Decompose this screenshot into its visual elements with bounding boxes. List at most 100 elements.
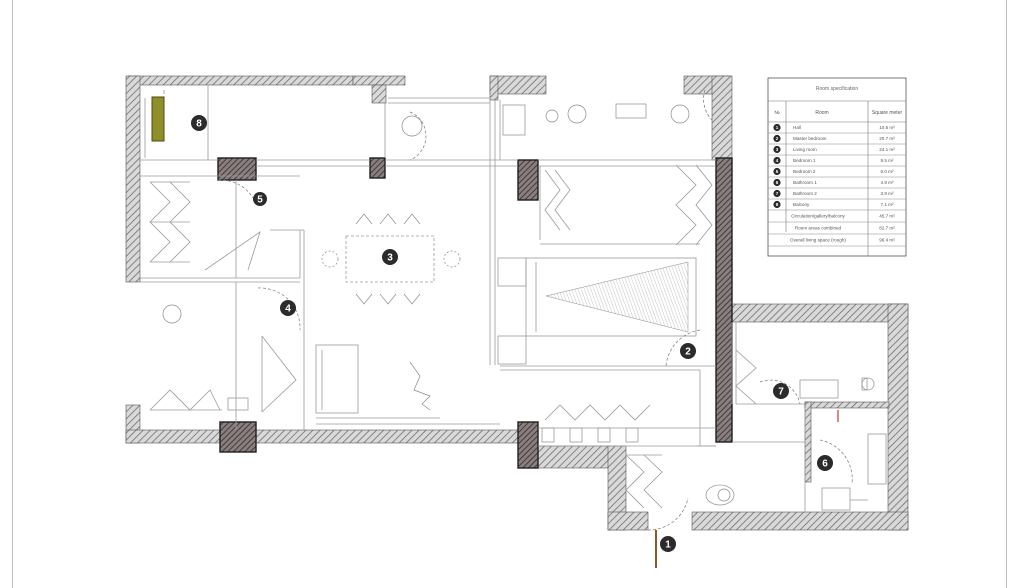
svg-text:5: 5 bbox=[257, 195, 263, 206]
legend-row-room: Master bedroom bbox=[793, 136, 827, 141]
svg-text:6: 6 bbox=[822, 459, 828, 470]
legend-head-area: Square meter bbox=[872, 110, 903, 116]
legend-row: 3 Living room 24.1 m² bbox=[768, 145, 906, 156]
room-marker-7: 7 bbox=[773, 383, 789, 399]
legend-row-room: Balcony bbox=[793, 202, 810, 207]
wall-bottom-left bbox=[125, 429, 522, 444]
svg-text:8: 8 bbox=[196, 119, 202, 130]
room-marker-1: 1 bbox=[660, 536, 676, 552]
legend-row-room: Bathroom 1 bbox=[793, 180, 817, 185]
column-balcony bbox=[217, 157, 257, 181]
legend-row-room: Hall bbox=[793, 125, 801, 130]
legend-row-room: Bedroom 1 bbox=[793, 158, 816, 163]
legend-row-number: 2 bbox=[776, 136, 779, 141]
legend-row-area: 3.9 m² bbox=[880, 191, 893, 196]
room-marker-5: 5 bbox=[253, 192, 267, 206]
legend-row: 7 Bathroom 2 3.9 m² bbox=[768, 189, 906, 200]
legend-title: Room specification bbox=[816, 86, 858, 92]
legend-row-marker bbox=[773, 123, 781, 132]
legend-row-area: 7.1 m² bbox=[880, 202, 893, 207]
legend-row-number: 8 bbox=[776, 202, 779, 207]
legend-row-number: 4 bbox=[776, 158, 779, 163]
legend-summary-area: 45.7 m² bbox=[879, 214, 895, 219]
wall-right-upper bbox=[711, 75, 733, 161]
frame-line-right bbox=[1006, 0, 1007, 588]
column-center bbox=[517, 159, 539, 201]
legend-row-room: Living room bbox=[793, 147, 817, 152]
legend-summary-row: Room areas combined 82.7 m² bbox=[768, 226, 906, 235]
legend-row-area: 9.5 m² bbox=[880, 158, 893, 163]
legend-summary-label: Room areas combined bbox=[795, 226, 842, 231]
wall-bath-left bbox=[804, 401, 812, 483]
legend-row-number: 7 bbox=[776, 191, 779, 196]
room-marker-6: 6 bbox=[817, 455, 833, 471]
wall-top-left bbox=[127, 75, 354, 86]
room-marker-8: 8 bbox=[191, 115, 207, 131]
wall-annex-bottom bbox=[691, 511, 909, 531]
legend-summary-row: Overall living space (rough) 96.4 m² bbox=[768, 238, 906, 247]
legend-row-area: 10.6 m² bbox=[879, 125, 895, 130]
legend-summary-area: 96.4 m² bbox=[879, 238, 895, 243]
frame-line-left bbox=[12, 0, 13, 588]
legend-row-area: 6.0 m² bbox=[880, 169, 893, 174]
legend-table: Room specification № Room Square meter 1… bbox=[767, 77, 907, 257]
legend-row-marker bbox=[773, 178, 781, 187]
wall-left-upper bbox=[125, 75, 141, 283]
legend-row-marker bbox=[773, 189, 781, 198]
wall-annex-right bbox=[887, 303, 909, 531]
column-bottom-center bbox=[517, 421, 539, 469]
legend-row: 8 Balcony 7.1 m² bbox=[768, 200, 906, 211]
legend-summary-label: Circulation/gallery/balcony bbox=[791, 214, 845, 219]
legend-row: 2 Master bedroom 20.7 m² bbox=[768, 134, 906, 145]
svg-text:7: 7 bbox=[778, 387, 784, 398]
column-right-long bbox=[715, 157, 733, 443]
room-markers: 8 5 3 4 2 7 6 1 bbox=[191, 115, 833, 552]
legend-rows: 1 Hall 10.6 m² 2 Master bedroom 20.7 m² 3 Livin… bbox=[768, 123, 906, 211]
wall-top-center bbox=[489, 75, 547, 95]
legend-row-marker bbox=[773, 145, 781, 154]
legend-row-number: 5 bbox=[776, 169, 779, 174]
svg-text:4: 4 bbox=[285, 304, 291, 315]
legend-row-number: 6 bbox=[776, 180, 779, 185]
room-marker-2: 2 bbox=[680, 343, 696, 359]
legend-row-room: Bedroom 2 bbox=[793, 169, 816, 174]
door-swings bbox=[217, 89, 853, 531]
interior-lines bbox=[140, 85, 887, 568]
legend-row-marker bbox=[773, 134, 781, 143]
legend-row-number: 3 bbox=[776, 147, 779, 152]
room-marker-3: 3 bbox=[382, 249, 398, 265]
legend-summary-area: 82.7 m² bbox=[879, 226, 895, 231]
wall-hall-top bbox=[537, 445, 611, 469]
column-living-top bbox=[369, 157, 386, 179]
legend-row-room: Bathroom 2 bbox=[793, 191, 817, 196]
columns bbox=[217, 157, 733, 469]
wall-top-left-2 bbox=[352, 75, 406, 86]
legend-row: 4 Bedroom 1 9.5 m² bbox=[768, 156, 906, 167]
legend-row-marker bbox=[773, 167, 781, 176]
legend-summary-label: Overall living space (rough) bbox=[790, 238, 846, 243]
legend-row-marker bbox=[773, 156, 781, 165]
furniture bbox=[162, 90, 731, 502]
svg-text:2: 2 bbox=[685, 347, 691, 358]
legend-summary: Circulation/gallery/balcony 45.7 m² Room a… bbox=[768, 214, 906, 247]
legend-row-area: 4.9 m² bbox=[880, 180, 893, 185]
wall-notch bbox=[371, 84, 387, 104]
legend-head-room: Room bbox=[815, 110, 828, 116]
legend-row-area: 20.7 m² bbox=[879, 136, 895, 141]
svg-text:1: 1 bbox=[665, 540, 671, 551]
wall-annex-top bbox=[731, 303, 909, 323]
legend-summary-row: Circulation/gallery/balcony 45.7 m² bbox=[768, 214, 906, 223]
legend-row-area: 24.1 m² bbox=[879, 147, 895, 152]
wall-bath-divider bbox=[804, 401, 890, 409]
wall-top-center-post bbox=[489, 75, 499, 101]
column-bottom-left bbox=[219, 421, 257, 453]
legend-row-marker bbox=[773, 200, 781, 209]
legend-row: 5 Bedroom 2 6.0 m² bbox=[768, 167, 906, 178]
legend-row: 6 Bathroom 1 4.9 m² bbox=[768, 178, 906, 189]
wall-hall-bottom bbox=[607, 511, 649, 531]
room-marker-4: 4 bbox=[280, 300, 296, 316]
legend-head-no: № bbox=[774, 110, 779, 116]
legend-row-number: 1 bbox=[776, 125, 779, 130]
svg-text:3: 3 bbox=[387, 253, 393, 264]
